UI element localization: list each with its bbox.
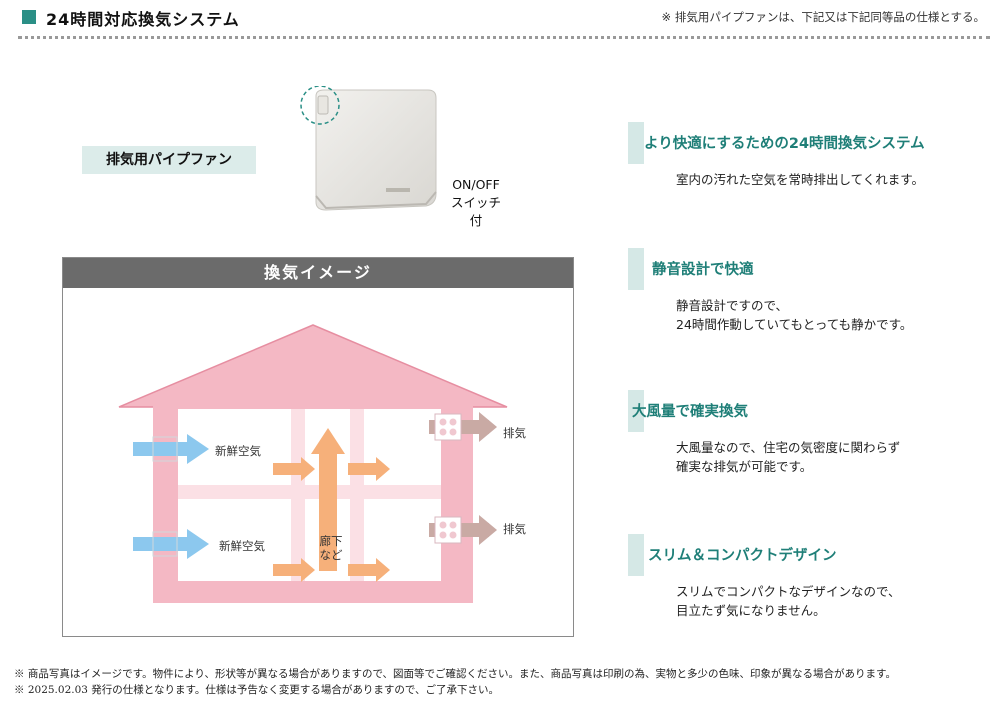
spec-note: ※ 排気用パイプファンは、下記又は下記同等品の仕様とする。 [661,10,985,24]
feature-tab [628,534,644,576]
feature-desc-line2: 24時間作動していてもとっても静かです。 [676,317,913,332]
fan-switch [317,95,329,115]
fan-logo [386,188,410,192]
feature-desc-line1: 大風量なので、住宅の気密度に関わらず [676,440,901,455]
feature-desc-line1: スリムでコンパクトなデザインなので、 [676,584,901,599]
feature-title: 大風量で確実換気 [632,404,748,420]
ventilation-diagram: 換気イメージ 新鮮空気 新鮮空気 排気 排気 廊下 など [62,257,574,637]
feature-tab [628,122,644,164]
exhaust-fan-top [429,412,497,442]
flow-arrow-4 [348,558,390,582]
feature-title: 静音設計で快適 [652,262,754,278]
feature-tab [628,390,644,432]
fresh-air-label-top: 新鮮空気 [215,444,261,458]
flow-arrow-2 [348,457,390,481]
corridor-label: 廊下 など [319,534,343,562]
flow-arrow-1 [273,457,315,481]
feature-desc-line2: 確実な排気が可能です。 [676,459,813,474]
feature-desc: 室内の汚れた空気を常時排出してくれます。 [676,172,925,187]
exhaust-label-bottom: 排気 [503,522,526,536]
footer-notes: ※ 商品写真はイメージです。物件により、形状等が異なる場合がありますので、図面等… [14,666,896,698]
feature-title: より快適にするための24時間換気システム [644,136,925,152]
house-roof [118,324,508,408]
pipe-fan-image [300,86,437,211]
diagram-title: 換気イメージ [63,258,573,288]
fresh-air-label-bottom: 新鮮空気 [219,539,265,553]
fresh-air-arrow-top [133,434,209,464]
feature-desc-line2: 目立たず気になりません。 [676,603,826,618]
flow-arrow-up [311,428,345,571]
feature-tab [628,248,644,290]
flow-arrow-3 [273,558,315,582]
fan-label: 排気用パイプファン [82,146,256,174]
dotted-divider [18,36,990,39]
switch-caption: ON/OFF スイッチ付 [450,177,501,228]
feature-desc-line1: 静音設計ですので、 [676,298,789,313]
exhaust-label-top: 排気 [503,426,526,440]
floor-divider [178,485,441,499]
section-marker [22,10,36,24]
footer-note-2: ※ 2025.02.03 発行の仕様となります。仕様は予告なく変更する場合があり… [14,684,500,696]
switch-highlight-circle [300,86,340,125]
footer-note-1: ※ 商品写真はイメージです。物件により、形状等が異なる場合がありますので、図面等… [14,668,896,680]
feature-title: スリム＆コンパクトデザイン [648,548,837,564]
page-header: 24時間対応換気システム ※ 排気用パイプファンは、下記又は下記同等品の仕様とす… [0,0,999,40]
house-diagram [118,324,508,603]
page-title: 24時間対応換気システム [46,10,240,29]
exhaust-fan-bottom [429,515,497,545]
fresh-air-arrow-bottom [133,529,209,559]
